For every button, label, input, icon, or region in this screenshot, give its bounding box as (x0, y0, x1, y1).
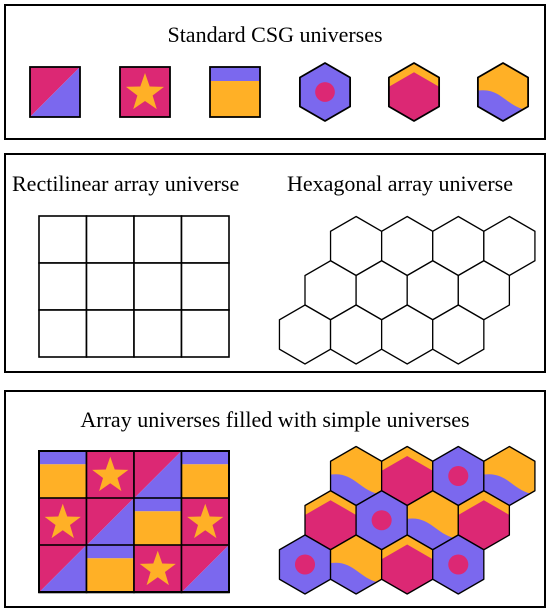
array-cell (180, 262, 230, 311)
star-square-universe (180, 497, 230, 547)
banded-square-universe (133, 497, 183, 547)
filled-arrays-title: Array universes filled with simple unive… (80, 407, 470, 432)
hex-dot-universe (432, 445, 485, 507)
diagonal-square-universe (38, 544, 88, 594)
standard-universes-panel: Standard CSG universes (4, 4, 546, 140)
filled-hexagonal-array (278, 445, 536, 595)
diagonal-square-universe (85, 497, 135, 547)
array-cell (85, 262, 135, 311)
diagonal-square-universe (29, 66, 81, 118)
array-cell (38, 309, 88, 358)
hexagonal-array (278, 215, 536, 365)
standard-universes-row (29, 62, 530, 122)
hex-chevron-universe (304, 490, 357, 551)
hex-swoosh-universe (476, 62, 530, 122)
banded-square-universe (85, 544, 135, 594)
hex-dot-universe (278, 534, 332, 595)
filled-rectilinear-array (38, 450, 230, 594)
array-cell (133, 309, 183, 358)
hex-dot-universe (298, 62, 352, 122)
array-cell (133, 215, 183, 264)
star-square-universe (38, 497, 88, 547)
array-cell (133, 262, 183, 311)
hex-chevron-universe (457, 490, 511, 551)
array-cell (180, 215, 230, 264)
array-cell (85, 215, 135, 264)
diagonal-square-universe (180, 544, 230, 594)
hexagonal-array-title: Hexagonal array universe (287, 171, 514, 196)
rectilinear-array (38, 215, 230, 358)
diagonal-square-universe (133, 450, 183, 500)
hex-chevron-universe (380, 445, 434, 507)
array-cell (38, 215, 88, 264)
standard-universes-title: Standard CSG universes (167, 22, 383, 47)
star-square-universe (133, 544, 183, 594)
star-square-universe (85, 450, 135, 500)
star-square-universe (119, 66, 171, 118)
banded-square-universe (180, 450, 230, 500)
array-cell (38, 262, 88, 311)
rectilinear-array-title: Rectilinear array universe (12, 171, 240, 196)
hex-chevron-universe (387, 62, 441, 122)
hex-cell (432, 304, 485, 365)
array-cell (85, 309, 135, 358)
array-cell (180, 309, 230, 358)
banded-square-universe (209, 66, 261, 118)
hex-dot-universe (432, 534, 485, 595)
banded-square-universe (38, 450, 88, 500)
